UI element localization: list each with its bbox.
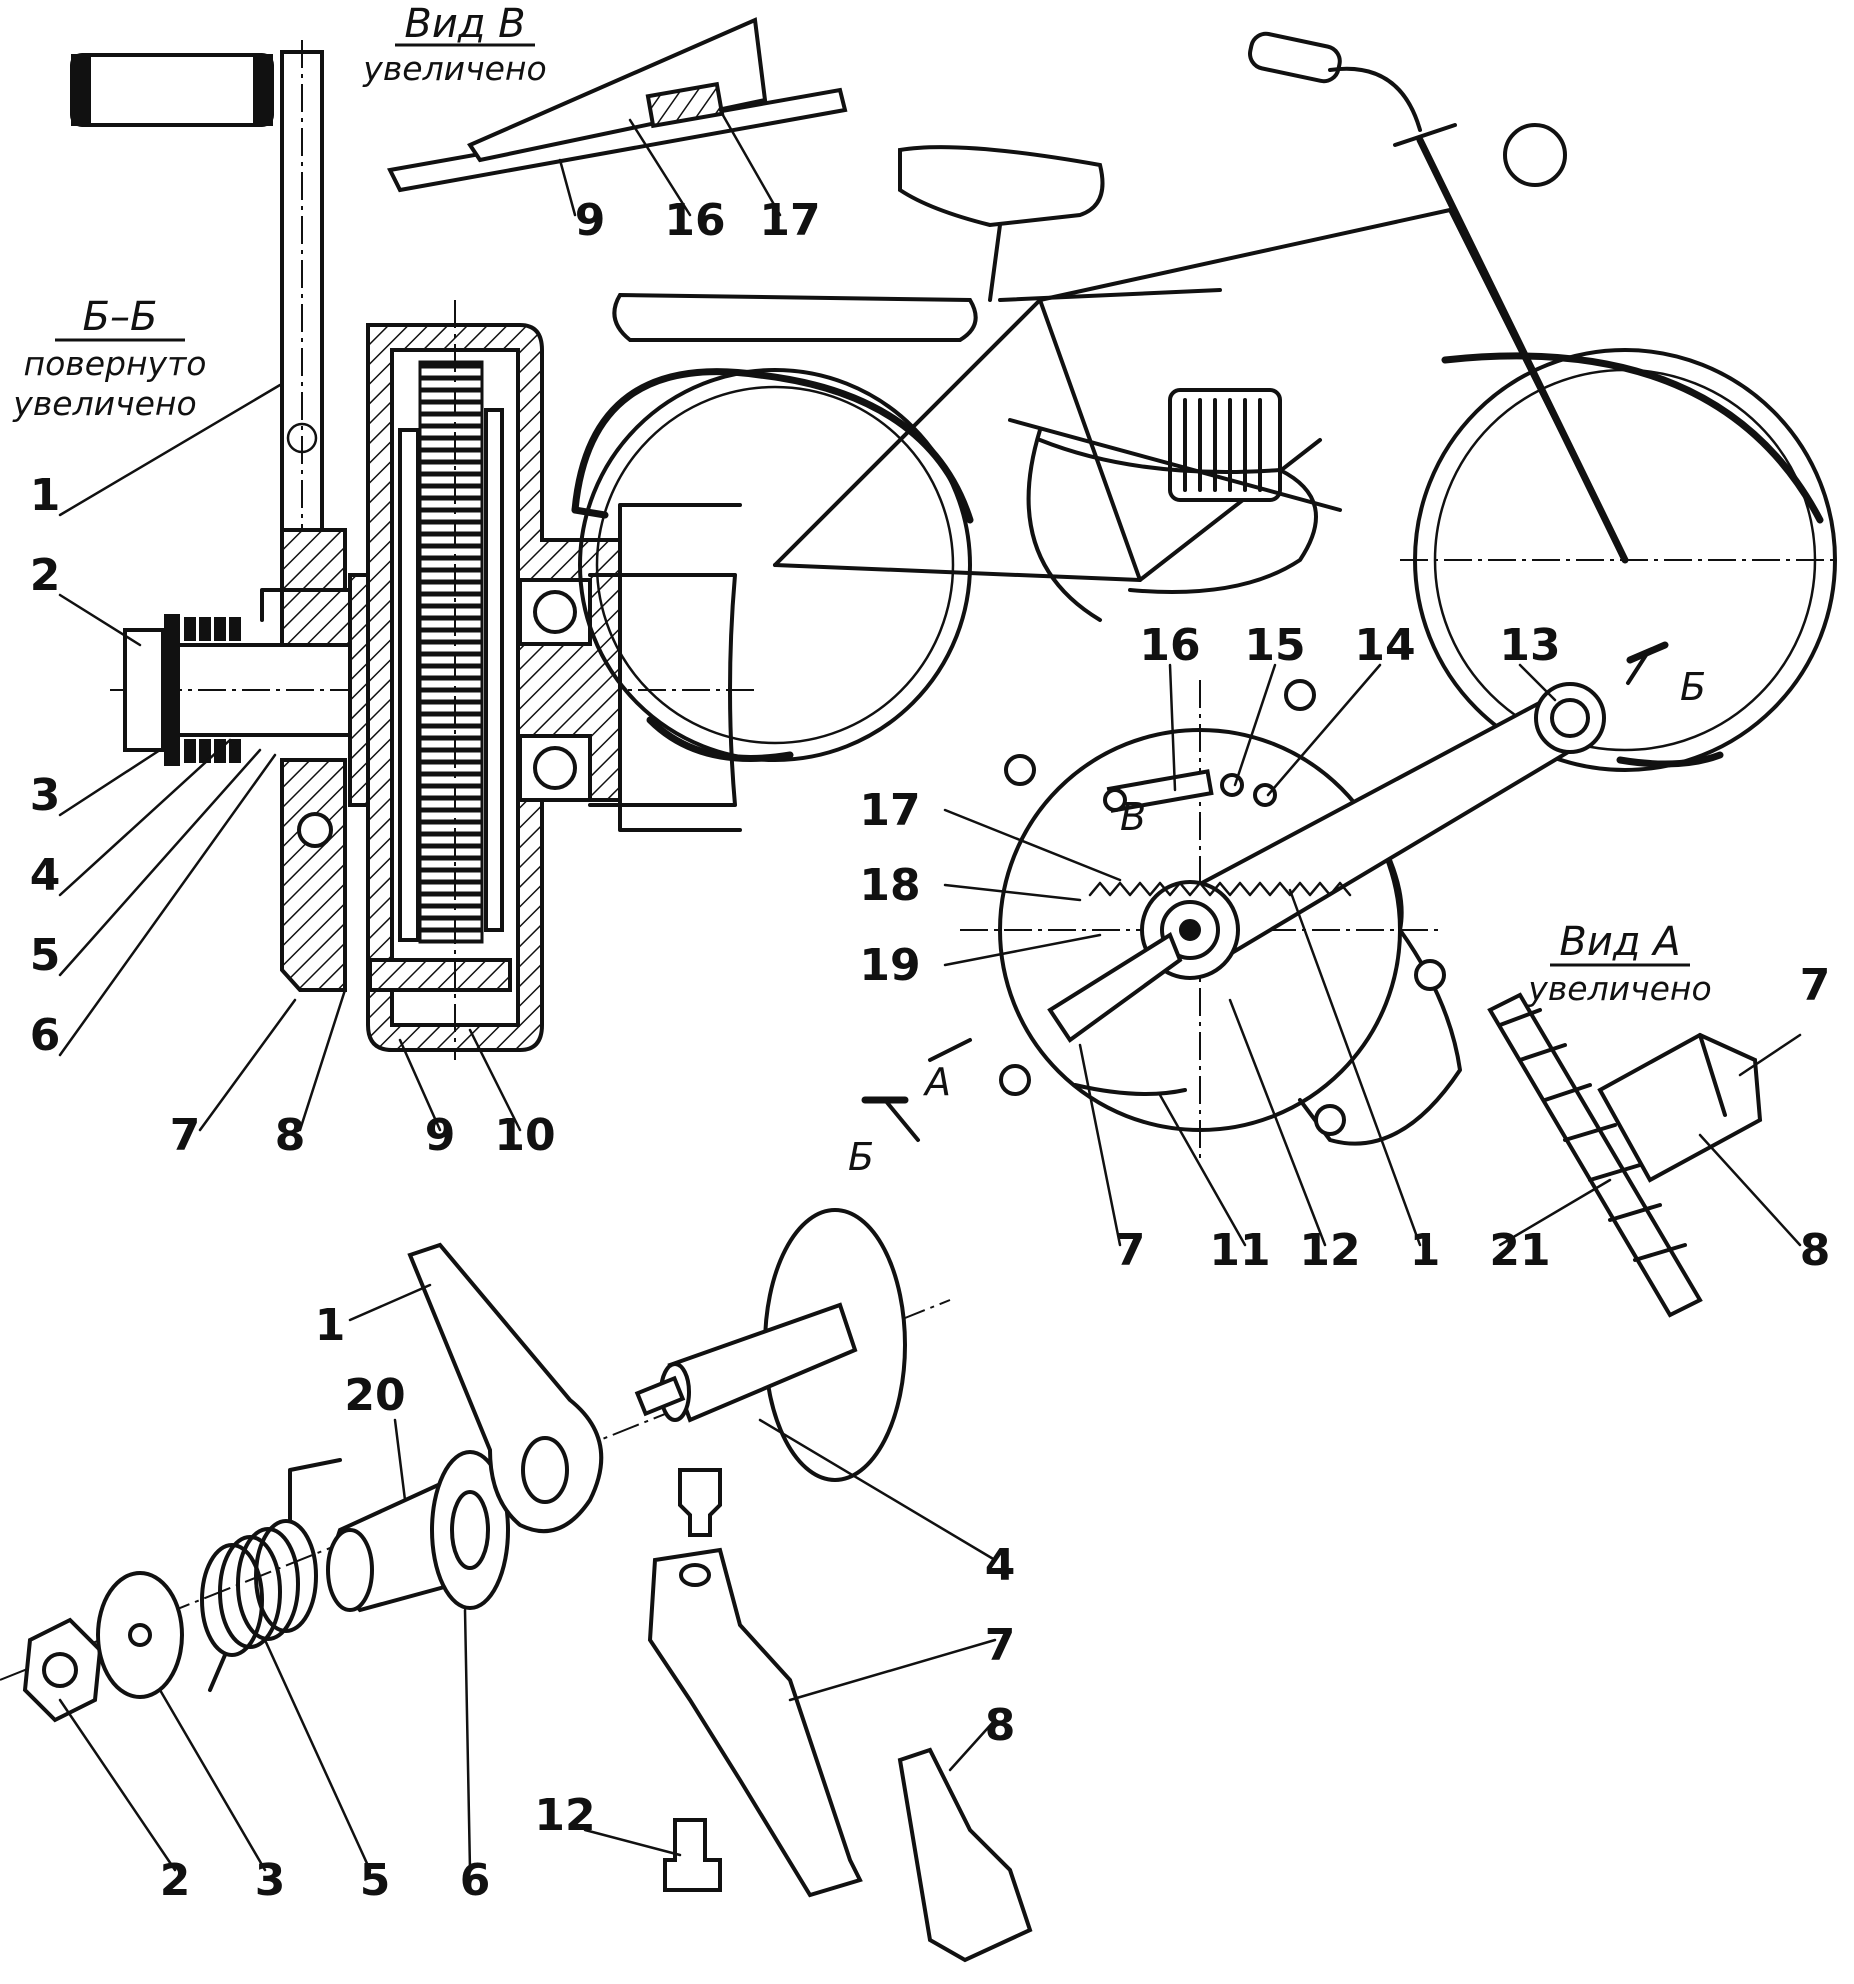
callout: 8 bbox=[275, 1110, 306, 1161]
callout: 1 bbox=[30, 470, 61, 521]
nut bbox=[123, 628, 165, 752]
callout: 19 bbox=[859, 940, 920, 991]
callout: 2 bbox=[30, 550, 61, 601]
luggage-rack bbox=[612, 292, 978, 342]
exploded-spring-5 bbox=[200, 1458, 342, 1692]
callout: 4 bbox=[985, 1540, 1016, 1591]
callout: 7 bbox=[1115, 1225, 1146, 1276]
callout: 7 bbox=[1800, 960, 1831, 1011]
callout: 5 bbox=[30, 930, 61, 981]
exploded-callouts: 1 20 4 7 8 2 3 5 6 12 bbox=[160, 1300, 1016, 1906]
saddle bbox=[898, 145, 1105, 228]
callout: 3 bbox=[30, 770, 61, 821]
exploded-lever-1 bbox=[407, 1242, 604, 1534]
marker-b-left: Б bbox=[848, 1135, 874, 1179]
view-titles: Б–Б повернуто увеличено Вид В увеличено … bbox=[12, 1, 1711, 1179]
callout: 14 bbox=[1354, 620, 1415, 671]
callout: 2 bbox=[160, 1855, 191, 1906]
pawl-8 bbox=[1597, 1032, 1763, 1183]
view-a-detail bbox=[1487, 992, 1763, 1318]
rack-21 bbox=[1487, 992, 1703, 1318]
view-a-subtitle: увеличено bbox=[1527, 969, 1711, 1008]
section-callouts: 1 2 3 4 5 6 7 8 9 10 bbox=[30, 470, 556, 1161]
spring bbox=[184, 617, 241, 763]
view-v-detail bbox=[387, 17, 848, 193]
exploded-nut-2 bbox=[22, 1617, 103, 1723]
callout: 15 bbox=[1244, 620, 1305, 671]
callout: 16 bbox=[664, 195, 725, 246]
callout: 6 bbox=[30, 1010, 61, 1061]
callout: 4 bbox=[30, 850, 61, 901]
callout: 17 bbox=[759, 195, 820, 246]
callout: 13 bbox=[1499, 620, 1560, 671]
callout: 17 bbox=[859, 785, 920, 836]
section-bb-line1: повернуто bbox=[24, 344, 207, 383]
assembly-callouts: 16 15 14 13 17 18 19 7 11 12 1 bbox=[859, 620, 1560, 1276]
callout: 21 bbox=[1489, 1225, 1550, 1276]
callout: 8 bbox=[985, 1700, 1016, 1751]
callout: 9 bbox=[425, 1110, 456, 1161]
marker-a: А bbox=[922, 1060, 951, 1104]
moped-illustration bbox=[571, 31, 1840, 772]
view-a-title: Вид А bbox=[1559, 919, 1680, 965]
exploded-pawl-8 bbox=[897, 1747, 1033, 1963]
gear-teeth bbox=[418, 360, 484, 944]
callout: 12 bbox=[1299, 1225, 1360, 1276]
exploded-bolt-12 bbox=[663, 1818, 722, 1892]
callout: 8 bbox=[1800, 1225, 1831, 1276]
callout: 16 bbox=[1139, 620, 1200, 671]
callout: 7 bbox=[170, 1110, 201, 1161]
marker-v: В bbox=[1120, 795, 1146, 839]
callout: 12 bbox=[534, 1790, 595, 1841]
callout: 11 bbox=[1209, 1225, 1270, 1276]
view-a-callouts: 7 21 8 bbox=[1489, 960, 1830, 1276]
callout: 7 bbox=[985, 1620, 1016, 1671]
view-v-title: Вид В bbox=[404, 1, 525, 47]
callout: 5 bbox=[360, 1855, 391, 1906]
callout: 3 bbox=[255, 1855, 286, 1906]
exploded-arm-7 bbox=[647, 1547, 863, 1898]
exploded-bolt bbox=[678, 1468, 722, 1537]
return-spring bbox=[1088, 881, 1352, 897]
callout: 1 bbox=[1410, 1225, 1441, 1276]
callout: 9 bbox=[575, 195, 606, 246]
marker-b-right: Б bbox=[1680, 665, 1706, 709]
callout: 18 bbox=[859, 860, 920, 911]
section-bb-title: Б–Б bbox=[83, 294, 158, 340]
callout: 20 bbox=[344, 1370, 405, 1421]
view-v-callouts: 9 16 17 bbox=[575, 195, 821, 246]
exploded-washer-3 bbox=[96, 1571, 184, 1699]
view-v-subtitle: увеличено bbox=[362, 49, 546, 88]
callout: 6 bbox=[460, 1855, 491, 1906]
leader-lines bbox=[58, 108, 1802, 1872]
pedal-grip bbox=[70, 53, 274, 127]
section-bb-drawing bbox=[70, 40, 760, 1060]
callout: 1 bbox=[315, 1300, 346, 1351]
kick-assembly bbox=[861, 641, 1669, 1160]
exploded-view bbox=[0, 1208, 1033, 1963]
callout: 10 bbox=[494, 1110, 555, 1161]
section-bb-line2: увеличено bbox=[12, 384, 196, 423]
